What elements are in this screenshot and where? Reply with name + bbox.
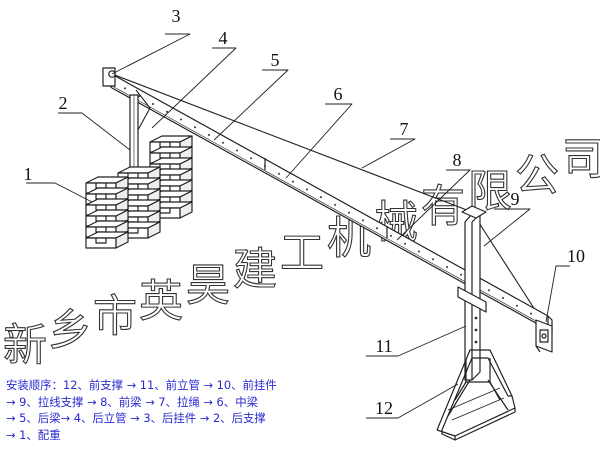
beam-hole bbox=[432, 258, 434, 261]
callout-2: 2 bbox=[59, 93, 68, 113]
beam-hole bbox=[404, 242, 406, 245]
front-support bbox=[436, 349, 516, 441]
machine-drawing bbox=[26, 33, 570, 441]
beam-hole bbox=[166, 110, 168, 113]
beam-hole bbox=[446, 266, 448, 268]
beam-hole bbox=[334, 203, 336, 206]
beam-clamp bbox=[457, 286, 487, 313]
beam-hole bbox=[208, 134, 210, 136]
callout-labels: 1 2 3 4 5 6 7 8 9 10 11 12 bbox=[24, 6, 586, 418]
beam-hole bbox=[152, 103, 154, 105]
beam-hole bbox=[376, 227, 378, 230]
beam-hole bbox=[222, 141, 224, 144]
rope-support-top bbox=[461, 205, 487, 219]
watermark-glyph: 新 bbox=[3, 320, 47, 371]
front-hanger bbox=[535, 319, 553, 353]
beam-hole bbox=[390, 234, 392, 237]
callout-6: 6 bbox=[334, 84, 343, 104]
sequence-line: → 1、配重 bbox=[6, 427, 61, 442]
beam-hole bbox=[362, 219, 364, 222]
watermark-glyph: 昊 bbox=[186, 260, 230, 311]
beam-hole bbox=[124, 87, 126, 90]
watermark-glyph: 公 bbox=[515, 150, 559, 201]
beam-hole bbox=[180, 118, 182, 121]
rear-hanger bbox=[102, 67, 116, 87]
beam-hole bbox=[320, 196, 322, 199]
beam-hole bbox=[250, 157, 252, 160]
beam-hole bbox=[264, 165, 266, 168]
beam-hole bbox=[460, 273, 462, 276]
sequence-line: → 5、后梁→ 4、后立管 → 3、后挂件 → 2、后支撑 bbox=[6, 411, 266, 426]
counterweights bbox=[85, 135, 193, 249]
beam-hole bbox=[488, 289, 490, 292]
watermark-glyph: 乡 bbox=[48, 305, 92, 356]
beam-hole bbox=[348, 211, 350, 214]
callout-5: 5 bbox=[271, 50, 280, 70]
beam-hole bbox=[292, 180, 294, 183]
beam-hole bbox=[278, 172, 280, 175]
watermark-glyph: 市 bbox=[93, 291, 137, 342]
callout-7: 7 bbox=[400, 119, 409, 139]
beam-hole bbox=[418, 250, 420, 253]
beam-hole bbox=[530, 312, 532, 315]
counterweight-block bbox=[85, 231, 129, 249]
watermark-glyph: 司 bbox=[562, 134, 600, 185]
beam-hole bbox=[502, 297, 504, 299]
beam-hole bbox=[236, 149, 238, 152]
rear-support bbox=[135, 89, 151, 131]
watermark-glyph: 建 bbox=[233, 244, 277, 295]
beam-hole bbox=[516, 304, 518, 307]
installation-sequence: 安装顺序：12、前支撑 → 11、前立管 → 10、前挂件 → 9、拉线支撑 →… bbox=[6, 377, 386, 443]
callout-4: 4 bbox=[219, 28, 228, 48]
callout-10: 10 bbox=[567, 246, 585, 266]
company-watermark: 新乡市英昊建工机械有限公司 bbox=[2, 133, 600, 371]
callout-9: 9 bbox=[511, 189, 520, 209]
callout-8: 8 bbox=[453, 150, 462, 170]
callout-3: 3 bbox=[172, 6, 181, 26]
callout-11: 11 bbox=[375, 336, 392, 356]
watermark-glyph: 工 bbox=[280, 228, 324, 279]
beam-hole bbox=[306, 188, 308, 191]
leader-lines bbox=[26, 33, 570, 419]
watermark-glyph: 英 bbox=[139, 276, 183, 327]
callout-12: 12 bbox=[375, 398, 393, 418]
watermark-glyph: 机 bbox=[327, 213, 371, 264]
beam-hole bbox=[194, 126, 196, 129]
callout-1: 1 bbox=[24, 164, 33, 184]
sequence-line: 安装顺序：12、前支撑 → 11、前立管 → 10、前挂件 bbox=[6, 378, 277, 392]
sequence-line: → 9、拉线支撑 → 8、前梁 → 7、拉绳 → 6、中梁 bbox=[6, 394, 258, 409]
